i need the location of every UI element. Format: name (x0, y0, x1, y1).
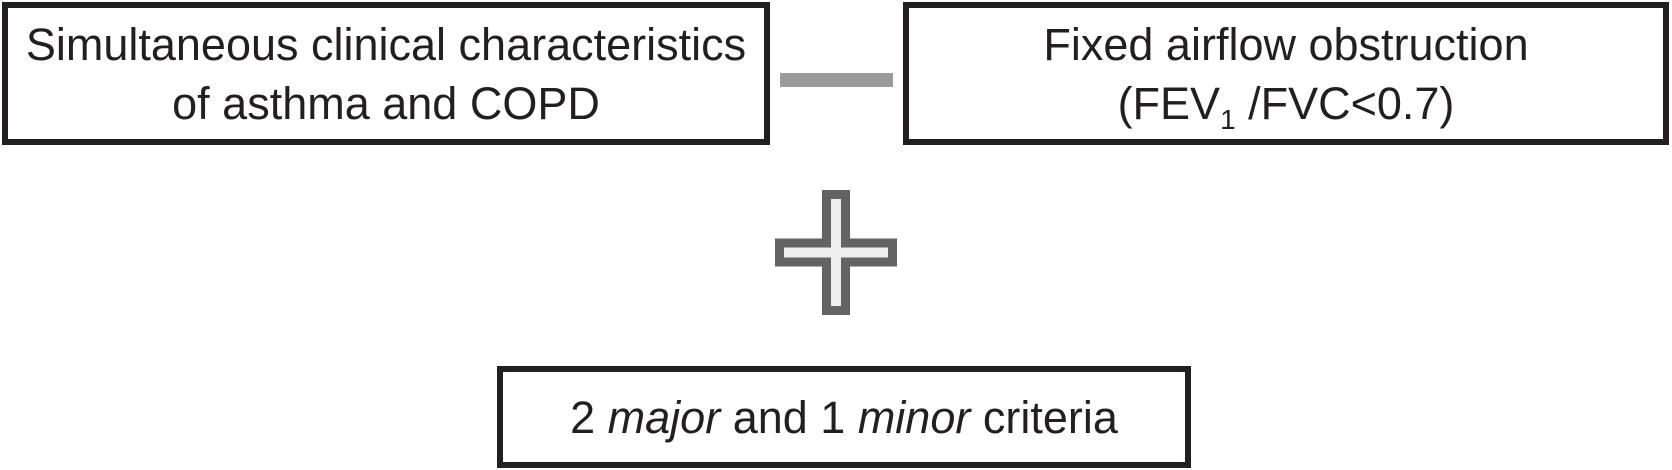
criteria-part1: 2 (570, 391, 608, 443)
connector-dash-icon (780, 73, 893, 87)
box-fixed-airflow-obstruction: Fixed airflow obstruction (FEV1 /FVC<0.7… (903, 2, 1669, 145)
box-fixed-airflow-obstruction-text: Fixed airflow obstruction (FEV1 /FVC<0.7… (1043, 15, 1528, 133)
box-criteria-text: 2 major and 1 minor criteria (570, 388, 1118, 447)
criteria-major: major (607, 391, 721, 443)
box-clinical-characteristics-text: Simultaneous clinical characteristics of… (26, 15, 746, 133)
criteria-part3: criteria (970, 391, 1118, 443)
box-criteria: 2 major and 1 minor criteria (497, 366, 1191, 468)
box-right-formula: (FEV1 /FVC<0.7) (1043, 74, 1528, 133)
formula-post: /FVC<0.7) (1235, 77, 1455, 129)
criteria-part2: and 1 (720, 391, 858, 443)
box-right-line1: Fixed airflow obstruction (1043, 18, 1529, 70)
box-left-line2: of asthma and COPD (172, 77, 600, 129)
box-left-line1: Simultaneous clinical characteristics (25, 18, 747, 70)
formula-pre: (FEV (1117, 77, 1221, 129)
criteria-minor: minor (857, 391, 971, 443)
plus-icon (775, 190, 897, 315)
box-clinical-characteristics: Simultaneous clinical characteristics of… (2, 2, 770, 145)
criteria-line: 2 major and 1 minor criteria (570, 388, 1118, 447)
formula-subscript: 1 (1220, 103, 1236, 135)
